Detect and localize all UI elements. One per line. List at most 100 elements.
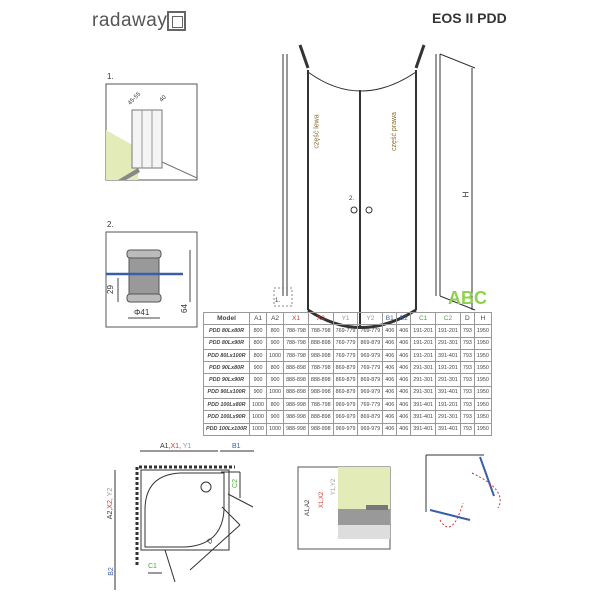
detail-2-dim-64: 64 — [179, 304, 189, 313]
value-cell: 869-879 — [357, 410, 384, 424]
value-cell: 291-301 — [410, 385, 437, 400]
value-cell: 969-979 — [332, 410, 359, 424]
value-cell: 988-998 — [307, 348, 334, 363]
brand-logo: radaway — [92, 10, 168, 31]
value-cell: 191-201 — [435, 361, 461, 375]
value-cell: 869-879 — [332, 385, 359, 400]
logo-square-icon — [167, 11, 186, 31]
section-x: X1,X2 — [319, 491, 326, 509]
value-cell: 988-998 — [283, 422, 309, 436]
value-cell: 406 — [382, 324, 398, 338]
value-cell: 793 — [459, 373, 475, 387]
value-cell: 888-898 — [307, 410, 334, 424]
value-cell: 406 — [396, 336, 412, 350]
plan-c1: C1 — [148, 563, 157, 570]
value-cell: 406 — [396, 348, 412, 363]
value-cell: 191-201 — [410, 348, 437, 363]
model-cell: PDD 80Lx80R — [202, 324, 251, 338]
column-header-a1: A1 — [249, 311, 268, 326]
value-cell: 1950 — [473, 385, 492, 400]
value-cell: 191-201 — [410, 324, 437, 338]
value-cell: 769-779 — [332, 324, 359, 338]
value-cell: 969-979 — [357, 422, 384, 436]
value-cell: 888-898 — [307, 373, 334, 387]
value-cell: 788-798 — [283, 348, 309, 363]
value-cell: 1950 — [473, 361, 492, 375]
column-header-y1: Y1 — [332, 311, 359, 326]
value-cell: 969-979 — [332, 398, 359, 412]
value-cell: 191-201 — [410, 336, 437, 350]
value-cell: 869-879 — [357, 373, 384, 387]
column-header-x2: X2 — [307, 311, 334, 326]
value-cell: 769-779 — [357, 324, 384, 338]
value-cell: 391-401 — [410, 410, 437, 424]
value-cell: 888-898 — [283, 361, 309, 375]
value-cell: 900 — [266, 410, 285, 424]
value-cell: 1950 — [473, 336, 492, 350]
value-cell: 793 — [459, 422, 475, 436]
value-cell: 391-401 — [435, 422, 461, 436]
detail-2-knob — [105, 231, 198, 328]
value-cell: 391-401 — [410, 422, 437, 436]
column-header-x1: X1 — [283, 311, 309, 326]
value-cell: 800 — [249, 348, 268, 363]
value-cell: 1950 — [473, 410, 492, 424]
value-cell: 291-301 — [435, 373, 461, 387]
value-cell: 769-779 — [357, 361, 384, 375]
value-cell: 406 — [382, 336, 398, 350]
value-cell: 788-798 — [307, 361, 334, 375]
model-cell: PDD 80Lx100R — [202, 348, 251, 363]
value-cell: 869-879 — [357, 336, 384, 350]
value-cell: 969-979 — [357, 348, 384, 363]
plan-b1: B1 — [232, 443, 241, 450]
door-swing-diagram — [425, 454, 501, 528]
value-cell: 900 — [249, 373, 268, 387]
value-cell: 800 — [266, 361, 285, 375]
value-cell: 406 — [396, 422, 412, 436]
value-cell: 788-798 — [283, 324, 309, 338]
value-cell: 1950 — [473, 422, 492, 436]
value-cell: 869-879 — [332, 373, 359, 387]
value-cell: 988-998 — [307, 422, 334, 436]
left-part-label: część lewa — [313, 114, 321, 149]
model-cell: PDD 90Lx80R — [202, 361, 251, 375]
value-cell: 406 — [396, 398, 412, 412]
value-cell: 1000 — [249, 398, 268, 412]
value-cell: 793 — [459, 410, 475, 424]
value-cell: 1950 — [473, 324, 492, 338]
value-cell: 793 — [459, 361, 475, 375]
column-header-a2: A2 — [266, 311, 285, 326]
value-cell: 888-898 — [283, 385, 309, 400]
value-cell: 793 — [459, 324, 475, 338]
value-cell: 1950 — [473, 398, 492, 412]
value-cell: 900 — [266, 373, 285, 387]
value-cell: 1000 — [249, 422, 268, 436]
plan-top-dimension: A1,X1, Y1 — [160, 443, 192, 450]
model-cell: PDD 100Lx80R — [202, 398, 251, 412]
value-cell: 406 — [382, 410, 398, 424]
plan-side-dimension: A2,X2, Y2 — [107, 487, 115, 520]
column-header-c1: C1 — [410, 311, 437, 326]
value-cell: 800 — [266, 324, 285, 338]
model-cell: PDD 100Lx100R — [202, 422, 251, 436]
column-header-d: D — [459, 311, 475, 326]
value-cell: 788-798 — [307, 398, 334, 412]
section-view-drawing — [297, 466, 391, 550]
value-cell: 406 — [382, 385, 398, 400]
column-header-h: H — [473, 311, 492, 326]
section-y: Y1,Y2 — [331, 478, 338, 496]
value-cell: 769-779 — [357, 398, 384, 412]
height-label: H — [461, 191, 471, 198]
value-cell: 988-998 — [307, 385, 334, 400]
value-cell: 406 — [382, 348, 398, 363]
